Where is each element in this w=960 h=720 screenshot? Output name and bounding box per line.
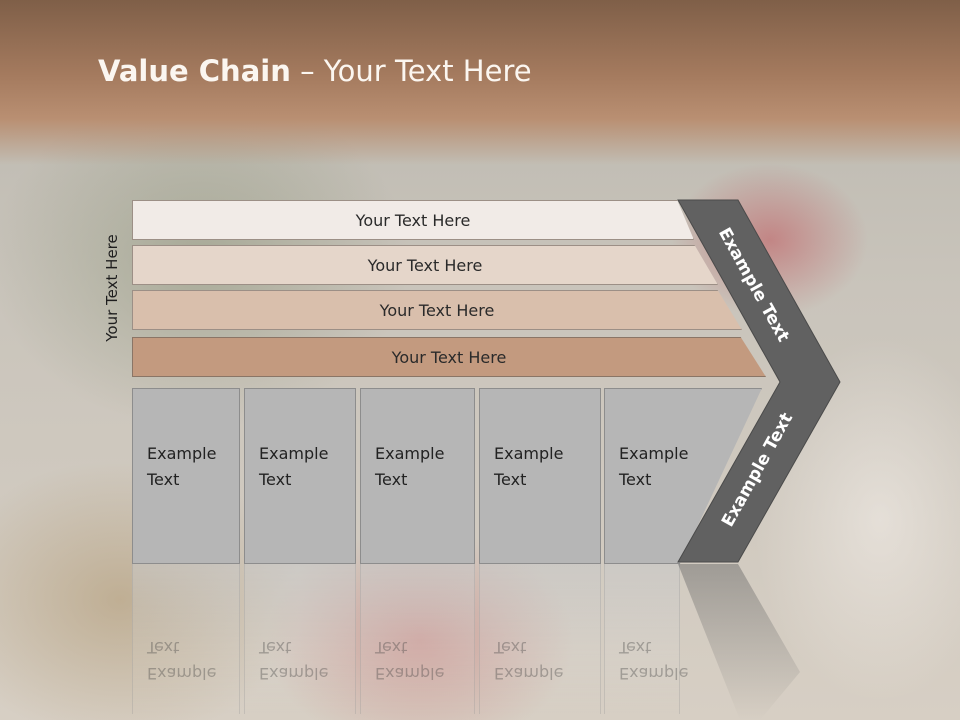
column-1: Example Text bbox=[132, 388, 240, 564]
column-1-reflection: Example Text bbox=[132, 564, 240, 714]
slide-title: Value Chain – Your Text Here bbox=[98, 54, 532, 88]
column-2: Example Text bbox=[244, 388, 356, 564]
bar-4-label: Your Text Here bbox=[391, 347, 507, 367]
column-1-text: Example Text bbox=[147, 444, 217, 489]
column-2-reflection: Example Text bbox=[244, 564, 356, 714]
title-bold: Value Chain bbox=[98, 54, 291, 88]
column-3-reflection: Example Text bbox=[360, 564, 475, 714]
bar-2-label: Your Text Here bbox=[367, 255, 483, 275]
column-4-reflection: Example Text bbox=[479, 564, 601, 714]
bar-1: Your Text Here bbox=[132, 200, 694, 240]
bar-4: Your Text Here bbox=[132, 337, 766, 377]
bar-3-label: Your Text Here bbox=[379, 300, 495, 320]
chevron-arrow-reflection bbox=[678, 564, 800, 720]
bar-1-label: Your Text Here bbox=[355, 210, 471, 230]
bar-2: Your Text Here bbox=[132, 245, 718, 285]
title-rest: – Your Text Here bbox=[290, 54, 532, 88]
column-4: Example Text bbox=[479, 388, 601, 564]
column-3: Example Text bbox=[360, 388, 475, 564]
chevron-arrow-shape bbox=[677, 199, 841, 563]
column-2-text: Example Text bbox=[259, 444, 329, 489]
column-3-text: Example Text bbox=[375, 444, 445, 489]
column-5-reflection: Example Text bbox=[604, 564, 688, 714]
column-5-text: Example Text bbox=[619, 444, 689, 489]
header-band bbox=[0, 0, 960, 165]
bar-3: Your Text Here bbox=[132, 290, 742, 330]
column-4-text: Example Text bbox=[494, 444, 564, 489]
